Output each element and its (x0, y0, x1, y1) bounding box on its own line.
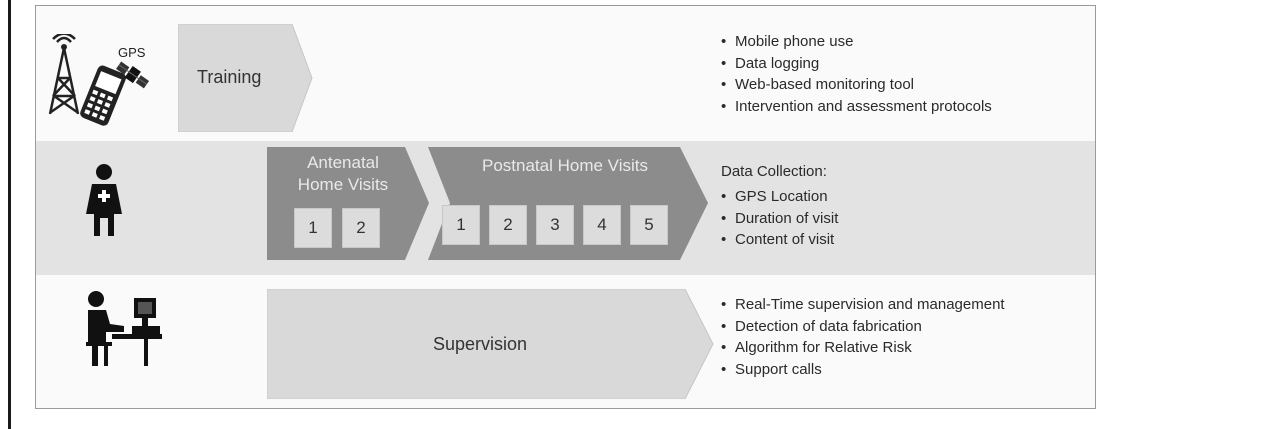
list-item: •Mobile phone use (721, 33, 854, 50)
postnatal-label: Postnatal Home Visits (482, 156, 648, 175)
list-item: •Content of visit (721, 231, 835, 248)
postnatal-visit-5: 5 (630, 205, 668, 245)
gps-label: GPS (118, 45, 146, 60)
supervision-chevron (267, 289, 714, 399)
postnatal-visit-2: 2 (489, 205, 527, 245)
supervision-bullet-list: •Real-Time supervision and management •D… (721, 294, 1005, 380)
antenatal-label-line2: Home Visits (297, 175, 389, 194)
training-bullet-list: •Mobile phone use •Data logging •Web-bas… (721, 31, 992, 117)
data-collection-bullet-list: •GPS Location •Duration of visit •Conten… (721, 186, 838, 251)
person-at-computer-icon (86, 291, 162, 366)
list-item: •Web-based monitoring tool (721, 76, 914, 93)
list-item: •Duration of visit (721, 209, 839, 227)
gps-phone-tower-icon (48, 34, 150, 126)
list-item: •Detection of data fabrication (721, 317, 922, 335)
list-item: •Real-Time supervision and management (721, 296, 1005, 313)
list-item: •GPS Location (721, 188, 828, 205)
training-label: Training (197, 67, 262, 87)
antenatal-visit-2: 2 (342, 208, 380, 248)
antenatal-label: Antenatal Home Visits (283, 152, 403, 196)
postnatal-visit-3: 3 (536, 205, 574, 245)
nurse-icon (86, 164, 122, 236)
postnatal-visit-1: 1 (442, 205, 480, 245)
list-item: •Intervention and assessment protocols (721, 97, 992, 115)
supervision-label: Supervision (433, 334, 528, 354)
left-border-rule (8, 0, 11, 429)
antenatal-visit-1: 1 (294, 208, 332, 248)
training-chevron (178, 24, 313, 132)
postnatal-visit-4: 4 (583, 205, 621, 245)
data-collection-heading: Data Collection: (721, 163, 827, 180)
list-item: •Data logging (721, 54, 820, 72)
list-item: •Algorithm for Relative Risk (721, 339, 912, 356)
list-item: •Support calls (721, 360, 822, 378)
antenatal-label-line1: Antenatal (307, 153, 379, 172)
